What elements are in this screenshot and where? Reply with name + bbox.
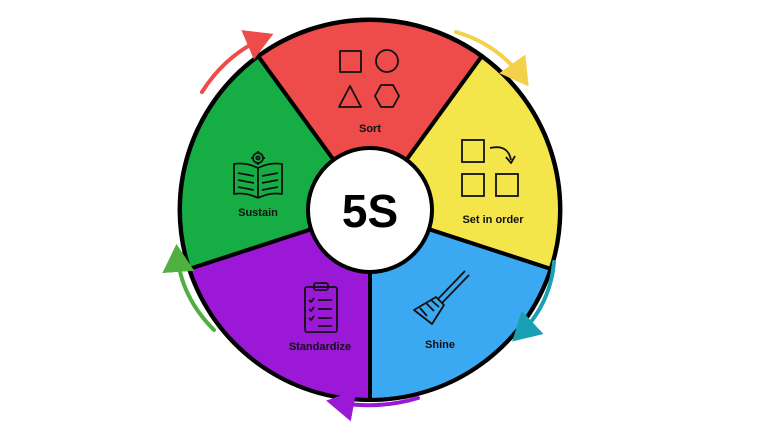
cycle-arrow-teal bbox=[512, 260, 556, 342]
segment-label-sustain: Sustain bbox=[238, 207, 278, 219]
segment-label-sort: Sort bbox=[359, 123, 381, 135]
clipboard-checklist-icon bbox=[304, 282, 338, 333]
segment-label-set-in-order: Set in order bbox=[462, 214, 524, 226]
segment-label-shine: Shine bbox=[425, 339, 455, 351]
arrange-squares-icon bbox=[461, 139, 519, 197]
cycle-arrow-purple bbox=[326, 389, 420, 422]
cycle-arrow-yellow bbox=[454, 30, 529, 87]
center-hub bbox=[306, 146, 434, 274]
broom-icon bbox=[413, 270, 470, 325]
wheel-outline bbox=[178, 18, 562, 402]
segment-label-standardize: Standardize bbox=[289, 341, 351, 353]
cycle-arrow-green bbox=[162, 244, 216, 332]
center-title: 5S bbox=[342, 185, 398, 237]
shapes-icon bbox=[338, 49, 400, 108]
cycle-arrow-red bbox=[200, 30, 274, 94]
open-book-gear-icon bbox=[233, 151, 283, 199]
